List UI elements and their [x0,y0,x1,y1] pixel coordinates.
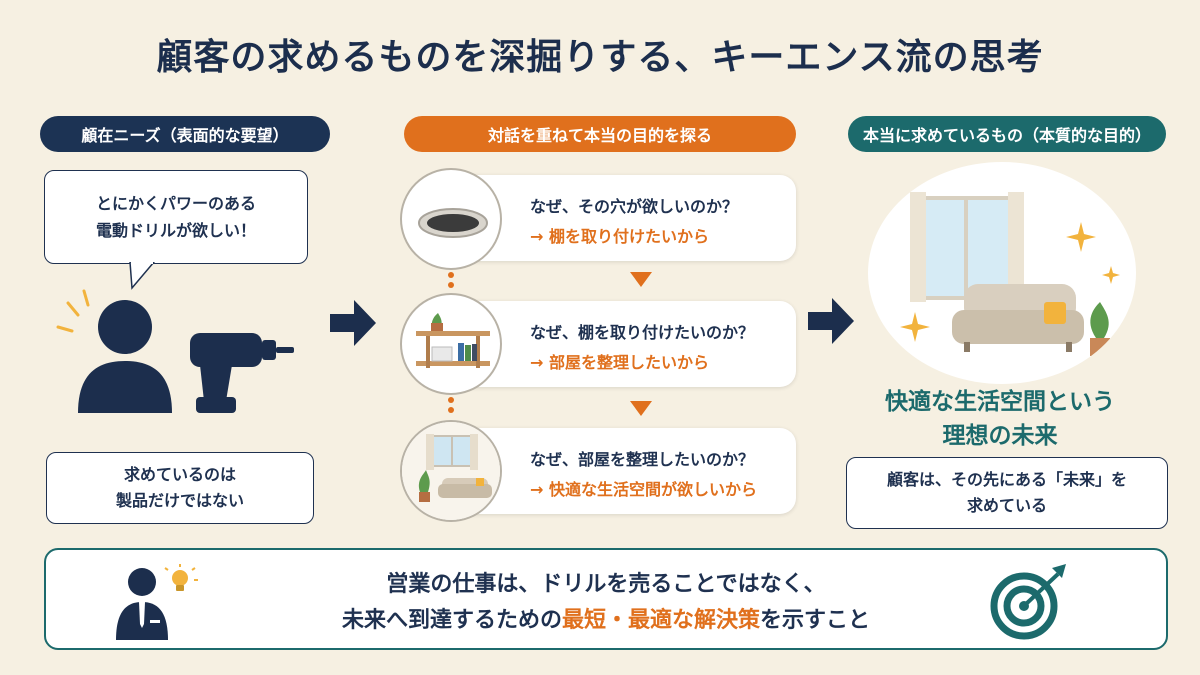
left-note-line-1: 求めているのは [123,465,236,484]
customer-with-drill [56,289,294,413]
speech-line-2: 電動ドリルが欲しい！ [95,221,256,240]
right-note-card: 顧客は、その先にある「未来」を 求めている [846,457,1168,529]
hole-icon [418,208,488,238]
down-triangle-icon [630,401,652,416]
left-note-line-2: 製品だけではない [115,491,244,510]
page-title: 顧客の求めるものを深掘りする、キーエンス流の思考 [156,37,1044,78]
step-question-1: なぜ、その穴が欲しいのか？ [530,197,739,216]
conclusion-line-1: 営業の仕事は、ドリルを売ることではなく、 [386,572,826,597]
step-answer-3: → 快適な生活空間が欲しいから [530,480,757,499]
person-icon [78,300,172,413]
conclusion-line-2-suffix: を示すこと [760,608,871,633]
speech-bubble-tail [129,262,155,290]
shelf-illustration [400,293,502,395]
speech-bubble: とにかくパワーのある 電動ドリルが欲しい！ [44,170,308,264]
hole-illustration [400,168,502,270]
future-line-1: 快適な生活空間という [885,389,1115,415]
drill-icon [190,333,294,413]
header-true-purpose: 本当に求めているもの（本質的な目的） [848,116,1166,152]
right-note-line-2: 求めている [966,496,1047,515]
step-answer-2: → 部屋を整理したいから [530,353,709,372]
connector-dot [448,407,454,413]
future-line-2: 理想の未来 [942,423,1058,449]
emphasis-lines-icon [56,289,90,333]
conclusion-line-2: 未来へ到達するための最短・最適な解決策を示すこと [46,602,1166,634]
ideal-future-text: 快適な生活空間という 理想の未来 [860,385,1140,453]
room-icon [402,422,500,520]
connector-dot [448,282,454,288]
step-question-3: なぜ、部屋を整理したいのか？ [530,450,755,469]
living-room-icon [910,192,1110,356]
down-triangle-icon [630,272,652,287]
target-icon [990,564,1066,640]
header-dialogue: 対話を重ねて本当の目的を探る [404,116,796,152]
connector-dot [448,397,454,403]
room-illustration [400,420,502,522]
ideal-room-illustration [868,162,1136,384]
arrow-right-icon [330,300,376,346]
left-note-card: 求めているのは 製品だけではない [46,452,314,524]
speech-line-1: とにかくパワーのある [95,194,256,213]
connector-dot [448,272,454,278]
header-explicit-needs: 顧在ニーズ（表面的な要望） [40,116,330,152]
sparkle-icon [900,312,930,342]
salesperson-idea-icon [116,564,198,640]
conclusion-highlight: 最短・最適な解決策 [561,608,760,633]
conclusion-banner: 営業の仕事は、ドリルを売ることではなく、 未来へ到達するための最短・最適な解決策… [44,548,1168,650]
step-question-2: なぜ、棚を取り付けたいのか？ [530,323,755,342]
conclusion-line-2-prefix: 未来へ到達するための [341,608,562,633]
right-note-line-1: 顧客は、その先にある「未来」を [886,470,1127,489]
arrow-right-icon [808,298,854,344]
sparkle-icon [1066,222,1096,252]
shelf-icon [416,313,490,368]
sparkle-icon [1102,266,1120,284]
step-answer-1: → 棚を取り付けたいから [530,227,709,246]
